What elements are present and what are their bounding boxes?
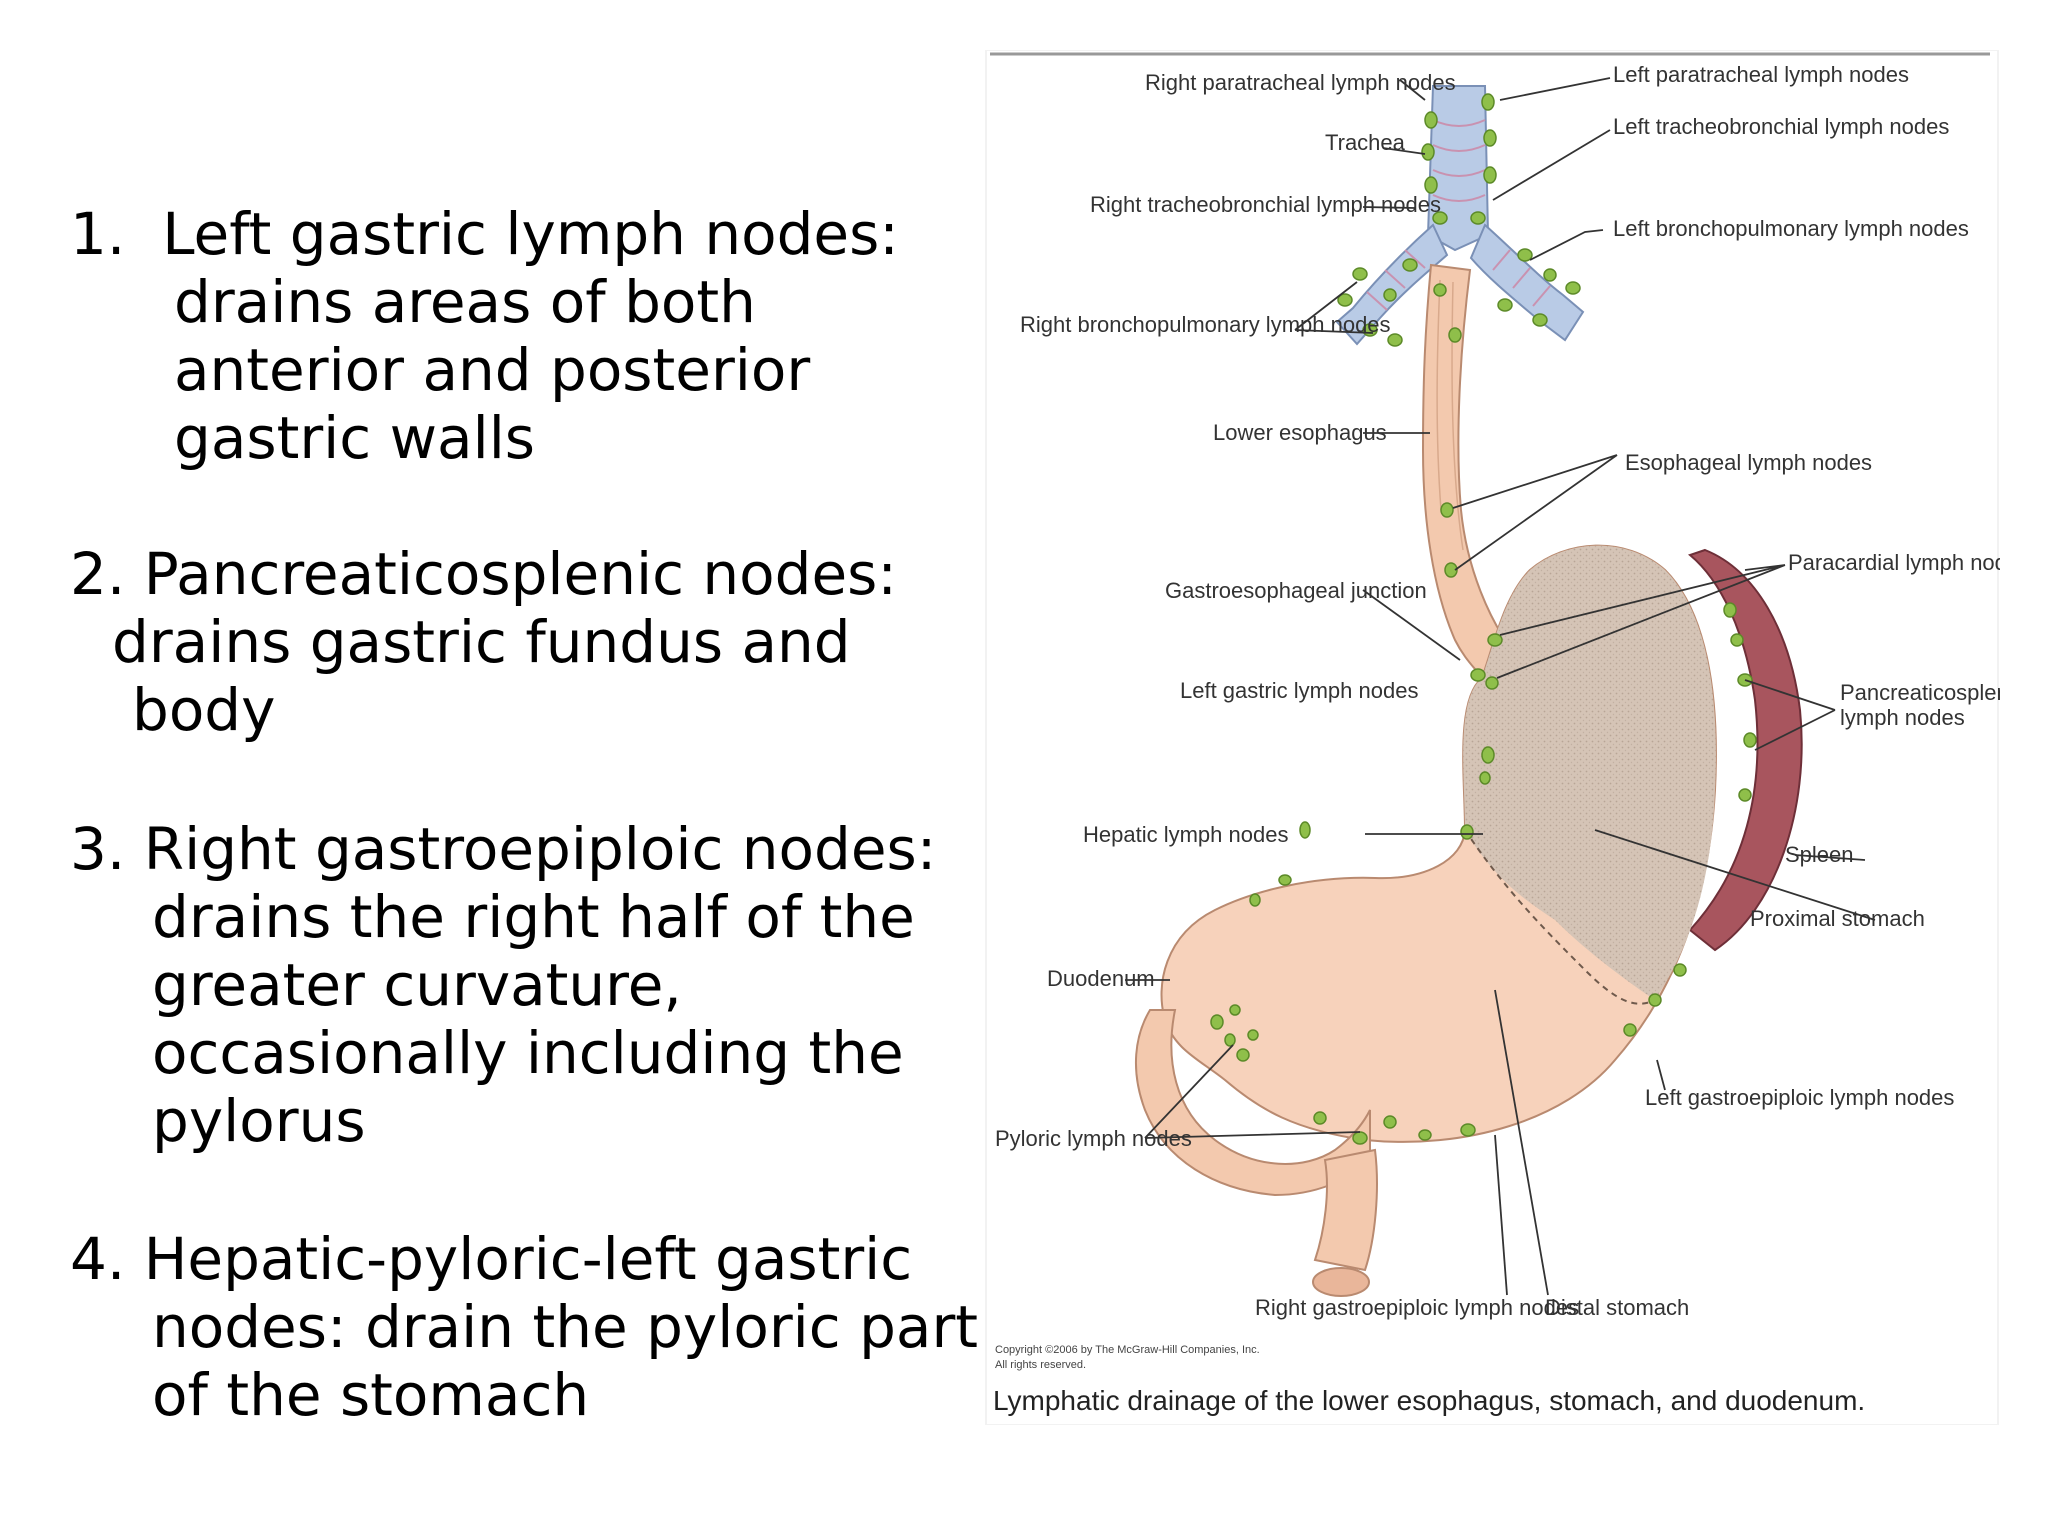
item-text: of the stomach <box>152 1361 590 1429</box>
lymphatic-drainage-figure: Right paratracheal lymph nodes Trachea R… <box>985 50 2000 1425</box>
item-heading: Left gastric lymph nodes: <box>162 200 899 268</box>
item-heading: Hepatic-pyloric-left gastric <box>143 1225 913 1293</box>
label-trachea: Trachea <box>1325 130 1406 155</box>
label-paracardial-nodes: Paracardial lymph nodes <box>1788 550 2000 575</box>
label-left-paratracheal: Left paratracheal lymph nodes <box>1613 62 1909 87</box>
item-heading: Pancreaticosplenic nodes: <box>143 540 897 608</box>
esophagus <box>1421 263 1514 680</box>
lymph-nodes <box>1210 93 1757 1145</box>
item-text: gastric walls <box>174 404 536 472</box>
trachea <box>1335 85 1585 346</box>
anatomy-illustration: Right paratracheal lymph nodes Trachea R… <box>985 50 2000 1425</box>
label-duodenum: Duodenum <box>1047 966 1155 991</box>
item-number: 2. <box>70 540 126 608</box>
item-text: greater curvature, <box>152 951 682 1019</box>
label-right-tracheobronchial: Right tracheobronchial lymph nodes <box>1090 192 1441 217</box>
stomach-proximal <box>1463 545 1716 1000</box>
list-item-2: 2. Pancreaticosplenic nodes: drains gast… <box>70 540 897 744</box>
label-pyloric-nodes: Pyloric lymph nodes <box>995 1126 1192 1151</box>
label-spleen: Spleen <box>1785 842 1854 867</box>
label-pancreaticosplenic: Pancreaticosplenic <box>1840 680 2000 705</box>
label-pancreaticosplenic-2: lymph nodes <box>1840 705 1965 730</box>
item-text: drains gastric fundus and <box>112 608 851 676</box>
list-item-3: 3. Right gastroepiploic nodes: drains th… <box>70 815 936 1155</box>
label-left-bronchopulmonary: Left bronchopulmonary lymph nodes <box>1613 216 1969 241</box>
figure-border <box>985 50 1999 1425</box>
item-text: nodes: drain the pyloric part <box>152 1293 979 1361</box>
list-item-4: 4. Hepatic-pyloric-left gastric nodes: d… <box>70 1225 978 1429</box>
label-proximal-stomach: Proximal stomach <box>1750 906 1925 931</box>
spleen <box>1687 548 1803 952</box>
label-lower-esophagus: Lower esophagus <box>1213 420 1387 445</box>
copyright-line-1: Copyright ©2006 by The McGraw-Hill Compa… <box>995 1344 1260 1356</box>
label-left-tracheobronchial: Left tracheobronchial lymph nodes <box>1613 114 1949 139</box>
item-text: body <box>132 676 276 744</box>
label-hepatic-nodes: Hepatic lymph nodes <box>1083 822 1288 847</box>
item-number: 1. <box>70 200 126 268</box>
item-number: 3. <box>70 815 126 883</box>
label-distal-stomach: Distal stomach <box>1545 1295 1689 1320</box>
item-text: occasionally including the <box>152 1019 904 1087</box>
label-left-gastric-nodes: Left gastric lymph nodes <box>1180 678 1418 703</box>
label-esophageal-nodes: Esophageal lymph nodes <box>1625 450 1872 475</box>
item-text: drains areas of both <box>174 268 756 336</box>
item-text: anterior and posterior <box>174 336 811 404</box>
label-left-gastroepiploic: Left gastroepiploic lymph nodes <box>1645 1085 1954 1110</box>
leader-lines <box>1125 77 1876 1296</box>
label-right-bronchopulmonary: Right bronchopulmonary lymph nodes <box>1020 312 1391 337</box>
label-gastroesophageal-junction: Gastroesophageal junction <box>1165 578 1427 603</box>
item-number: 4. <box>70 1225 126 1293</box>
label-right-gastroepiploic: Right gastroepiploic lymph nodes <box>1255 1295 1579 1320</box>
item-text: drains the right half of the <box>152 883 915 951</box>
label-right-paratracheal: Right paratracheal lymph nodes <box>1145 70 1456 95</box>
duodenum <box>1135 1009 1378 1297</box>
figure-caption: Lymphatic drainage of the lower esophagu… <box>993 1385 1865 1416</box>
list-item-1: 1. Left gastric lymph nodes: drains area… <box>70 200 899 472</box>
item-heading: Right gastroepiploic nodes: <box>143 815 937 883</box>
copyright-line-2: All rights reserved. <box>995 1359 1086 1371</box>
item-text: pylorus <box>152 1087 366 1155</box>
